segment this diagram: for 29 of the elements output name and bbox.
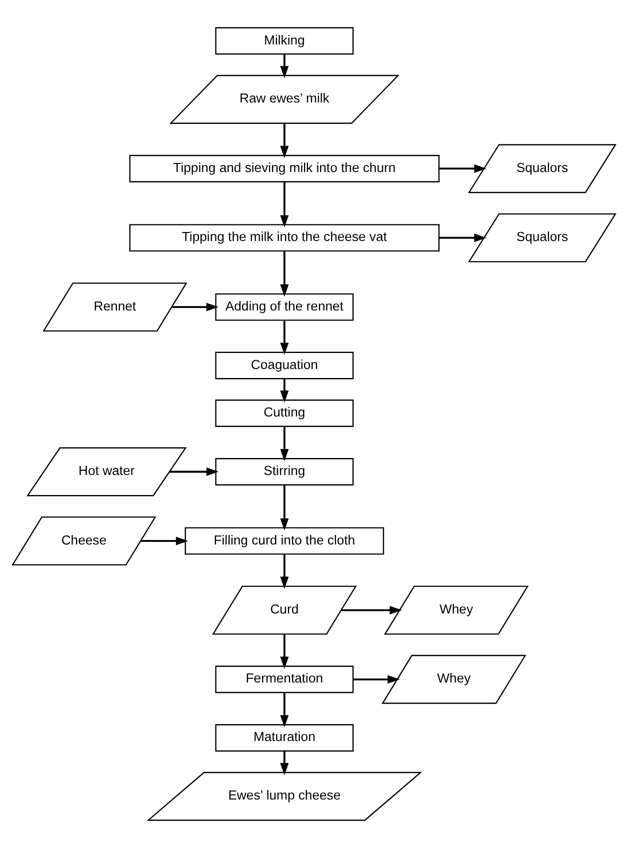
node-box: Tipping the milk into the cheese vat <box>129 224 440 252</box>
arrow <box>439 164 486 172</box>
arrow <box>280 554 289 588</box>
node-box: Tipping and sieving milk into the churn <box>129 154 440 182</box>
arrow <box>280 634 289 668</box>
node-box: Coaguation <box>215 351 354 379</box>
arrow <box>341 605 402 614</box>
node-box: Adding of the rennet <box>215 292 354 320</box>
arrow <box>280 54 289 78</box>
node-box: Filling curd into the cloth <box>184 526 384 554</box>
arrow <box>280 692 289 727</box>
arrow <box>280 320 289 354</box>
arrow <box>280 250 289 296</box>
arrow <box>439 233 486 242</box>
arrow <box>280 181 289 227</box>
arrow <box>172 302 219 311</box>
arrow <box>353 674 400 684</box>
arrow <box>280 426 289 461</box>
node-box: Stirring <box>215 458 354 485</box>
node-box: Cutting <box>215 399 354 426</box>
arrow <box>170 466 219 476</box>
node-box: Maturation <box>215 724 354 752</box>
arrow <box>280 750 289 775</box>
arrow <box>280 378 289 402</box>
node-box: Milking <box>215 26 354 54</box>
arrow <box>280 123 289 158</box>
arrow <box>140 536 188 545</box>
arrow <box>280 484 289 530</box>
node-box: Fermentation <box>215 665 354 693</box>
